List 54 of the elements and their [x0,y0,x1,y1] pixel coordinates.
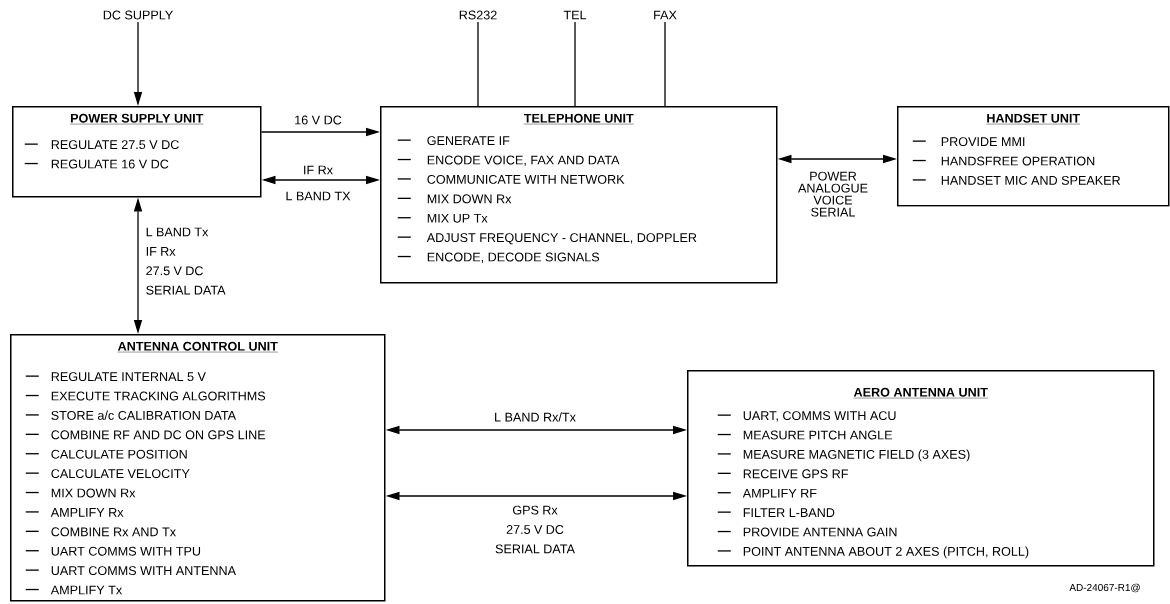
list-item: AMPLIFY Tx [25,585,123,595]
edge-label: POWER ANALOGUE VOICE SERIAL [798,171,868,217]
edge-label: 16 V DC [295,115,342,125]
list-item: REGULATE 27.5 V DC [24,140,179,150]
unit-heading: HANDSET UNIT [986,113,1081,125]
list-item: MIX DOWN Rx [397,194,512,204]
list-item: COMBINE Rx AND Tx [25,527,176,537]
edge-label: L BAND Tx IF Rx 27.5 V DC SERIAL DATA [146,227,226,295]
list-item: ADJUST FREQUENCY - CHANNEL, DOPPLER [397,233,697,245]
signal-label: TEL [563,10,587,20]
list-item: PROVIDE MMI [912,137,1025,147]
list-item: CALCULATE VELOCITY [25,469,190,479]
list-item: ENCODE, DECODE SIGNALS [397,252,600,263]
list-item: PROVIDE ANTENNA GAIN [717,527,897,537]
list-item: HANDSFREE OPERATION [912,156,1095,166]
list-item: COMBINE RF AND DC ON GPS LINE [25,430,266,440]
list-item: UART, COMMS WITH ACU [717,411,896,422]
list-item: POINT ANTENNA ABOUT 2 AXES (PITCH, ROLL) [717,546,1029,559]
unit-heading: AERO ANTENNA UNIT [853,387,989,399]
list-item: STORE a/c CALIBRATION DATA [25,410,237,420]
drawing-number: AD-24067-R1@ [1069,583,1140,593]
list-item: MIX UP Tx [397,213,488,223]
list-item: REGULATE 16 V DC [24,159,169,169]
unit-box [380,106,778,284]
list-item: CALCULATE POSITION [25,449,187,459]
list-item: UART COMMS WITH TPU [25,546,201,556]
unit-heading: POWER SUPPLY UNIT [69,113,204,125]
list-item: ENCODE VOICE, FAX AND DATA [397,155,620,166]
list-item: REGULATE INTERNAL 5 V [25,372,206,382]
list-item: COMMUNICATE WITH NETWORK [397,174,625,184]
list-item: FILTER L-BAND [717,508,835,517]
list-item: AMPLIFY RF [717,488,817,498]
list-item: AMPLIFY Rx [25,508,124,517]
unit-heading: TELEPHONE UNIT [523,113,634,125]
edge-label: L BAND Rx/Tx [495,412,576,422]
signal-note: L BAND TX [286,191,351,201]
edge-label: GPS Rx 27.5 V DC SERIAL DATA [495,505,575,554]
unit-box [687,370,1155,567]
list-item: HANDSET MIC AND SPEAKER [912,175,1121,185]
signal-label: RS232 [459,10,497,20]
list-item: MEASURE MAGNETIC FIELD (3 AXES) [717,449,970,462]
list-item: EXECUTE TRACKING ALGORITHMS [25,391,266,401]
unit-box [897,106,1170,207]
list-item: MEASURE PITCH ANGLE [717,430,892,440]
signal-label: DC SUPPLY [103,10,173,20]
unit-box [12,106,262,198]
list-item: MIX DOWN Rx [25,488,136,498]
list-item: UART COMMS WITH ANTENNA [25,566,236,576]
unit-box [10,334,386,602]
signal-label: FAX [654,10,677,20]
list-item: GENERATE IF [397,136,510,146]
edge-label: IF Rx [304,165,333,175]
unit-heading: ANTENNA CONTROL UNIT [117,341,279,353]
list-item: RECEIVE GPS RF [717,469,848,479]
